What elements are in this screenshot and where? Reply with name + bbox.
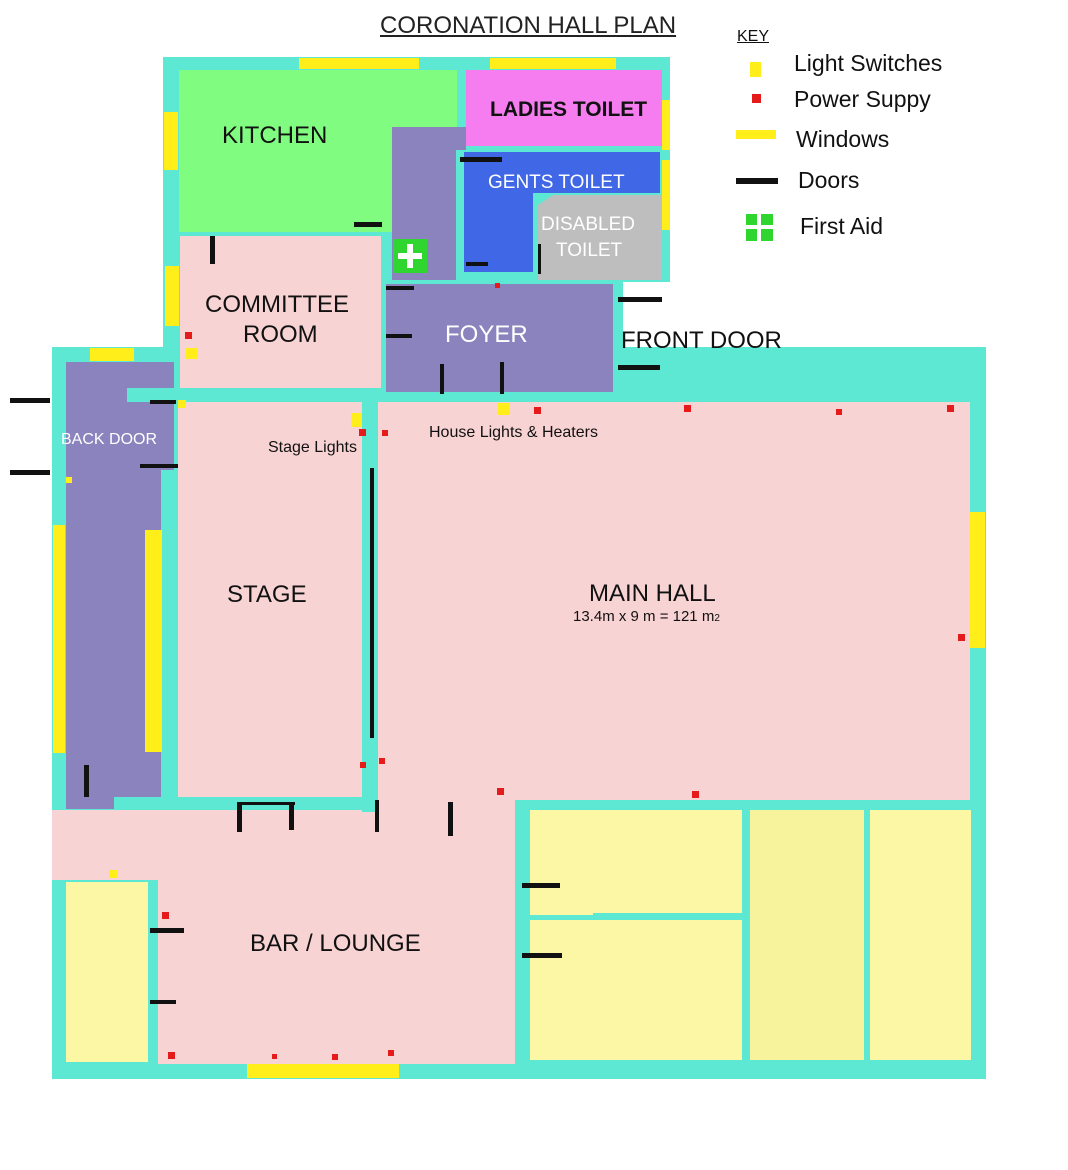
door-icon <box>736 178 778 184</box>
window <box>490 58 616 69</box>
disabled-toilet-label-line1: DISABLED <box>541 214 635 235</box>
key-label-doors: Doors <box>798 167 860 193</box>
front-door-label: FRONT DOOR <box>621 327 782 354</box>
stage-lights-label: Stage Lights <box>268 439 357 456</box>
bar-lounge-label: BAR / LOUNGE <box>250 930 421 957</box>
back-door-label: BACK DOOR <box>61 431 158 448</box>
gents-toilet-room <box>464 152 660 272</box>
main-hall-room <box>378 402 970 810</box>
window <box>970 512 985 648</box>
window <box>662 160 670 230</box>
committee-room-label-line2: ROOM <box>243 321 318 348</box>
internal-wall <box>742 808 750 1063</box>
internal-wall <box>515 800 530 1070</box>
store-right-b <box>870 810 971 1060</box>
first-aid-marker <box>393 239 427 273</box>
window <box>165 266 179 326</box>
window <box>53 525 65 753</box>
doors <box>10 157 662 1004</box>
foyer-room <box>386 284 613 392</box>
main-hall-area-unit-sub: 2 <box>714 613 720 624</box>
disabled-toilet-room <box>538 195 662 280</box>
internal-wall <box>161 470 178 810</box>
kitchen-room <box>179 70 457 232</box>
window-icon <box>736 130 776 139</box>
window <box>164 112 178 170</box>
internal-wall <box>864 808 870 1063</box>
window <box>90 348 134 361</box>
ladies-toilet-room <box>466 70 662 146</box>
internal-wall <box>127 388 380 402</box>
stage-room <box>178 402 362 800</box>
gents-toilet-label: GENTS TOILET <box>488 172 625 193</box>
plan-title: CORONATION HALL PLAN <box>380 12 677 39</box>
key-title: KEY <box>737 28 770 45</box>
internal-wall <box>593 913 743 920</box>
light-switch-icon <box>750 62 761 77</box>
window <box>662 100 670 150</box>
key-label-first-aid: First Aid <box>800 213 884 239</box>
first-aid-icon <box>746 214 773 241</box>
store-right-a <box>750 810 864 1060</box>
main-hall-label: MAIN HALL <box>589 580 716 607</box>
store-mid-top <box>530 810 742 915</box>
main-hall-area-text: 13.4m x 9 m = 121 m <box>573 608 715 625</box>
key-label-windows: Windows <box>796 126 890 152</box>
power-supply-icon <box>752 94 761 103</box>
ladies-toilet-label: LADIES TOILET <box>490 98 648 121</box>
main-hall-area-label: 13.4m x 9 m = 121 m2 <box>573 608 720 625</box>
foyer-label: FOYER <box>445 321 528 348</box>
key-label-light-switches: Light Switches <box>794 50 943 76</box>
store-mid-bottom <box>530 920 742 1060</box>
store-left <box>66 882 148 1062</box>
stage-label: STAGE <box>227 581 307 608</box>
power-supplies <box>162 283 965 1060</box>
window <box>247 1064 399 1078</box>
window <box>145 530 162 752</box>
key-symbols <box>736 62 778 241</box>
light-switches <box>66 348 510 878</box>
key-label-power-supply: Power Suppy <box>794 86 931 112</box>
house-lights-label: House Lights & Heaters <box>429 424 598 441</box>
committee-room-label-line1: COMMITTEE <box>205 291 349 318</box>
window <box>299 58 419 69</box>
kitchen-label: KITCHEN <box>222 122 328 149</box>
disabled-toilet-label-line2: TOILET <box>556 240 623 261</box>
